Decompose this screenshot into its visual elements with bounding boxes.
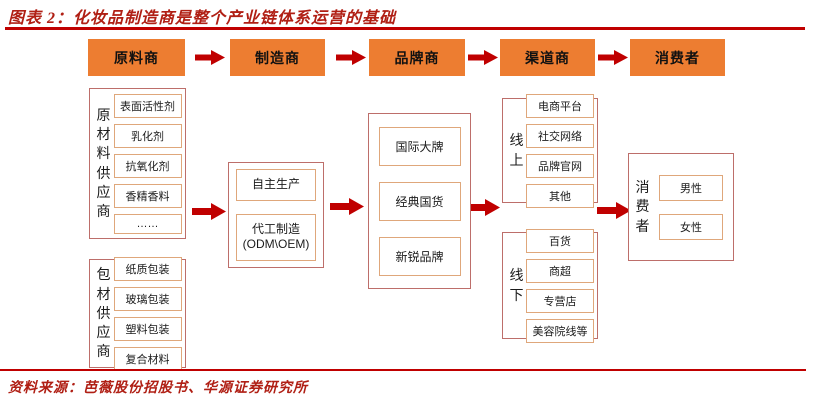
list-item: 乳化剂: [113, 123, 182, 148]
channel-online-items: 电商平台 社交网络 品牌官网 其他: [525, 88, 597, 214]
list-item: 其他: [526, 183, 594, 208]
raw-material-supplier-group: 原材料供应商 表面活性剂 乳化剂 抗氧化剂 香精香料 ……: [89, 88, 186, 239]
list-item: 美容院线等: [526, 318, 594, 343]
list-item: 代工制造 (ODM\OEM): [236, 213, 316, 261]
arrow-right-icon: [468, 49, 498, 66]
list-item: 表面活性剂: [113, 93, 182, 118]
list-item: 自主生产: [236, 169, 316, 201]
figure-title: 图表 2：化妆品制造商是整个产业链体系运营的基础: [8, 10, 397, 27]
list-item: 塑料包装: [113, 316, 182, 341]
list-item: 男性: [659, 174, 723, 201]
list-item: 新锐品牌: [378, 236, 461, 276]
packaging-supplier-group: 包材供应商 纸质包装 玻璃包装 塑料包装 复合材料: [89, 256, 186, 371]
consumer-items: 男性 女性: [651, 169, 733, 246]
channel-offline-group: 线下 百货 商超 专营店 美容院线等: [502, 228, 598, 343]
source-note: 资料来源：芭薇股份招股书、华源证券研究所: [8, 381, 308, 396]
list-item: 经典国货: [378, 181, 461, 221]
list-item: 百货: [526, 228, 594, 253]
list-item: 国际大牌: [378, 126, 461, 166]
list-item: 商超: [526, 258, 594, 283]
list-item: ……: [113, 213, 182, 234]
arrow-right-icon: [195, 49, 225, 66]
list-item: 品牌官网: [526, 153, 594, 178]
brand-items: 国际大牌 经典国货 新锐品牌: [369, 117, 470, 286]
chain-stage-manufacturer: 制造商: [230, 39, 325, 76]
title-underline: [5, 27, 805, 30]
chain-stage-channel: 渠道商: [500, 39, 595, 76]
consumer-group: 消费者 男性 女性: [628, 153, 734, 261]
list-item: 专营店: [526, 288, 594, 313]
list-item: 纸质包装: [113, 256, 182, 281]
footer-divider: [0, 369, 806, 371]
list-item: 复合材料: [113, 346, 182, 371]
chain-stage-consumer: 消费者: [630, 39, 725, 76]
arrow-right-icon: [466, 198, 500, 217]
channel-offline-items: 百货 商超 专营店 美容院线等: [525, 223, 597, 349]
raw-material-items: 表面活性剂 乳化剂 抗氧化剂 香精香料 ……: [112, 88, 185, 240]
channel-online-group: 线上 电商平台 社交网络 品牌官网 其他: [502, 93, 598, 208]
list-item: 社交网络: [526, 123, 594, 148]
arrow-right-icon: [192, 202, 226, 221]
list-item: 电商平台: [526, 93, 594, 118]
chain-stage-raw-material: 原料商: [88, 39, 185, 76]
chain-stage-brand: 品牌商: [369, 39, 465, 76]
brand-group: 国际大牌 经典国货 新锐品牌: [368, 113, 471, 289]
raw-material-supplier-label: 原材料供应商: [96, 106, 111, 220]
list-item: 玻璃包装: [113, 286, 182, 311]
list-item: 香精香料: [113, 183, 182, 208]
list-item: 女性: [659, 213, 723, 240]
packaging-items: 纸质包装 玻璃包装 塑料包装 复合材料: [112, 251, 185, 377]
arrow-right-icon: [336, 49, 366, 66]
packaging-supplier-label: 包材供应商: [96, 266, 111, 360]
channel-offline-label: 线下: [509, 267, 524, 303]
channel-online-label: 线上: [509, 132, 524, 168]
consumer-label: 消费者: [635, 179, 650, 234]
manufacturer-group: 自主生产 代工制造 (ODM\OEM): [228, 162, 324, 268]
list-item: 抗氧化剂: [113, 153, 182, 178]
arrow-right-icon: [598, 49, 628, 66]
arrow-right-icon: [597, 201, 631, 220]
arrow-right-icon: [330, 197, 364, 216]
manufacturer-items: 自主生产 代工制造 (ODM\OEM): [229, 161, 323, 269]
